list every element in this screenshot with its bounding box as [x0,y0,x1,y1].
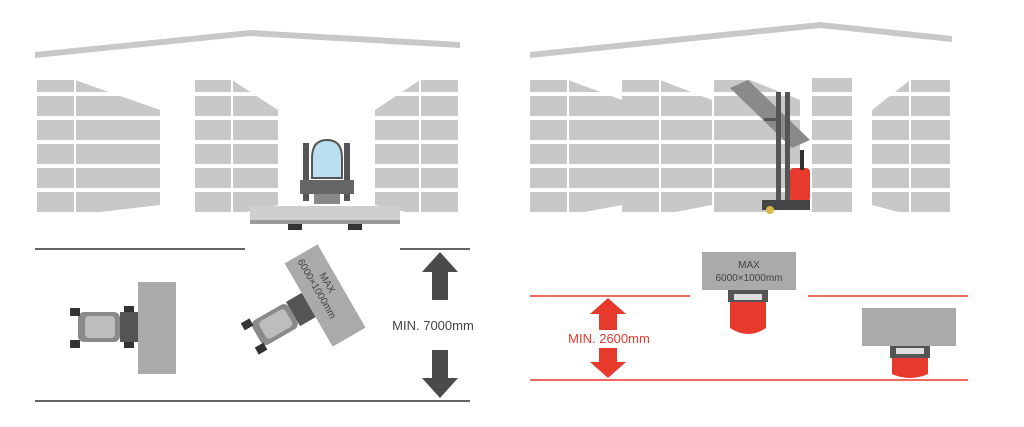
left-roof [35,30,460,58]
right-aisle-arrow-down [590,348,626,378]
right-rack-2 [622,80,712,215]
left-aisle-arrow-down [422,350,458,398]
forklift-top-view-rotated: MAX 6000×1000mm [240,244,366,355]
right-aisle-arrow-up [590,298,626,330]
right-load-label-line1: MAX [738,260,760,271]
left-rack-2 [195,80,278,215]
left-rack-3 [375,80,458,215]
left-warehouse-scene [35,30,460,230]
right-rack-4 [812,78,852,215]
right-load-label-line2: 6000×1000mm [716,273,783,284]
right-roof [530,22,952,58]
right-rack-1 [530,80,622,215]
forklift-front-view [250,138,400,230]
right-aisle-width-label: MIN. 2600mm [568,331,650,346]
reach-truck-side-view [730,80,810,214]
left-aisle-width-label: MIN. 7000mm [392,318,474,333]
forklift-top-view-straight [70,282,176,374]
reach-truck-top-view-2 [862,308,956,378]
right-rack-5 [872,80,950,215]
left-rack-1 [37,80,160,215]
left-aisle-arrow-up [422,252,458,300]
reach-truck-top-view-1: MAX 6000×1000mm [702,252,796,334]
right-warehouse-scene [530,22,952,215]
